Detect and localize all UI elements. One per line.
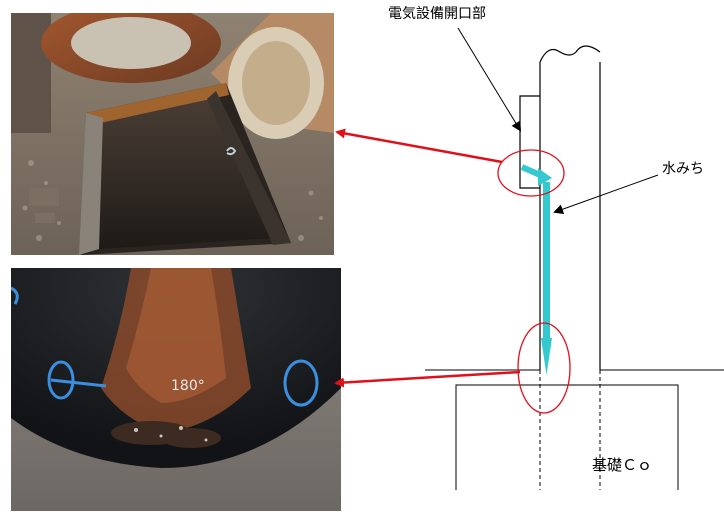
arrow-to-bottom-photo [334, 370, 521, 388]
arrow-to-top-photo [335, 128, 503, 164]
opening-leader-line [457, 27, 522, 132]
pipe-column [539, 45, 601, 370]
opening-bracket [519, 95, 540, 189]
foundation-label: 基礎Ｃｏ [592, 456, 653, 474]
opening-label: 電気設備開口部 [388, 6, 486, 22]
pipe-interior-photo: 180° [11, 268, 341, 511]
angle-marking: 180° [171, 378, 205, 394]
pile-dashed-lines [539, 370, 601, 490]
water-path-label: 水みち [662, 161, 704, 177]
foundation-block [455, 384, 679, 490]
water-leader-line [553, 174, 659, 215]
base-highlight-ellipse [517, 322, 571, 414]
pipe-cutaway-photo [11, 13, 334, 255]
opening-highlight-ellipse [497, 149, 565, 197]
water-path-arrow [520, 164, 552, 375]
